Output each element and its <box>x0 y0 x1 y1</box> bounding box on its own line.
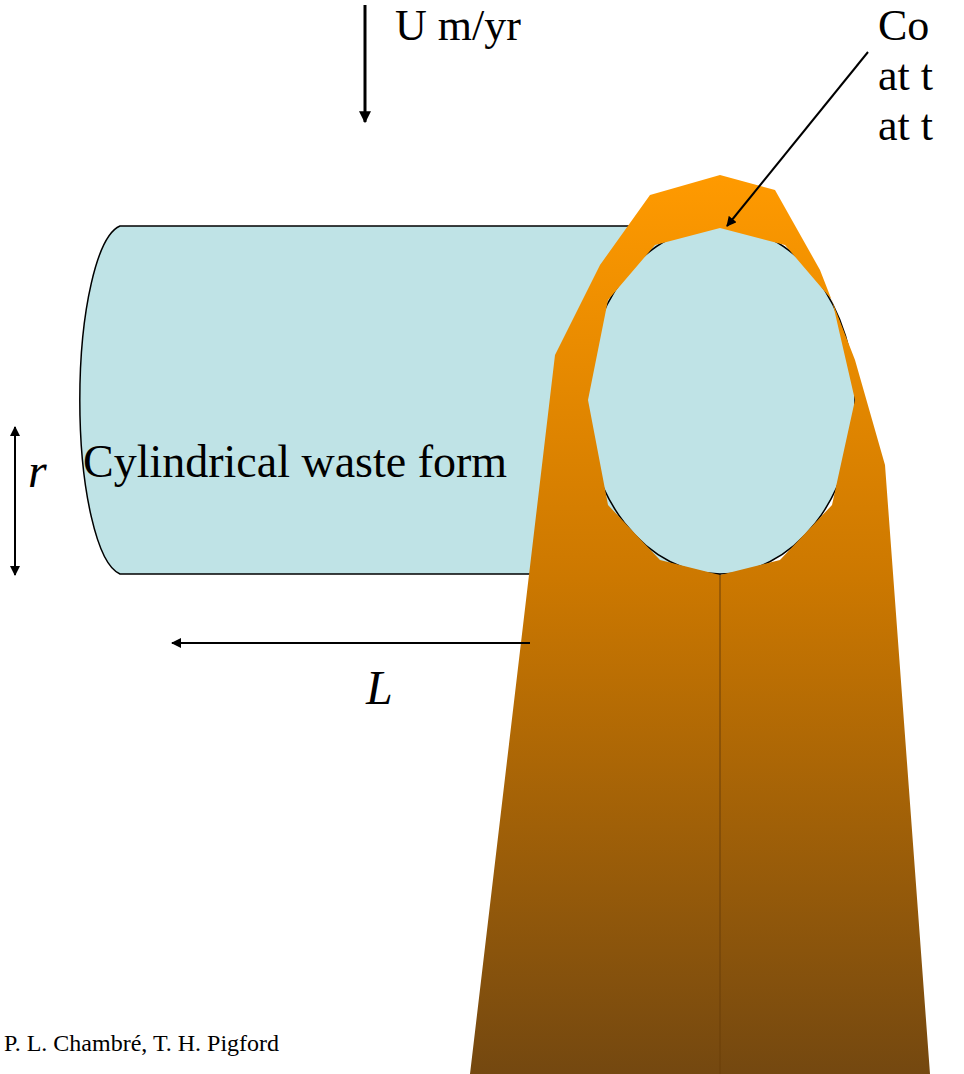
length-arrow <box>172 642 530 644</box>
callout-text: Co <box>878 2 929 50</box>
cylinder-outline <box>75 225 855 575</box>
radius-arrow <box>14 427 16 575</box>
flow-rate-label: U m/yr <box>395 2 521 50</box>
callout-text: at t <box>878 52 933 100</box>
dimension-label: L <box>366 662 393 715</box>
cylinder-end <box>585 226 855 574</box>
waste-form-cylinder: Cylindrical waste form <box>75 225 855 575</box>
flow-arrow <box>364 5 367 122</box>
citation: P. L. Chambré, T. H. Pigford <box>4 1030 279 1056</box>
leader-line <box>727 52 868 226</box>
callout-text: at t <box>878 102 933 150</box>
plume-seam <box>720 575 721 1074</box>
shape-label: Cylindrical waste form <box>83 437 507 488</box>
dimension-label: r <box>28 445 47 498</box>
